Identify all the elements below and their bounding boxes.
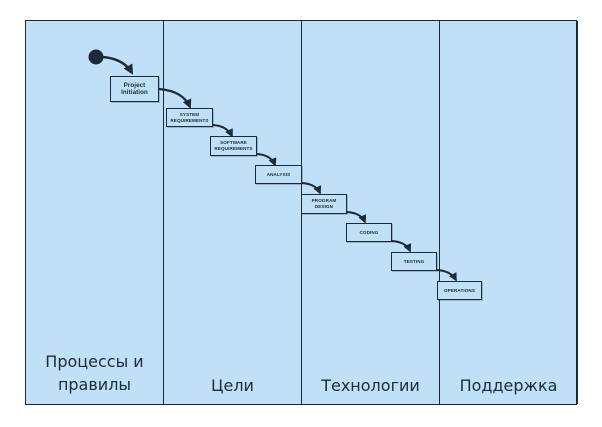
start-node: [88, 49, 104, 65]
flow-connectors: [88, 49, 457, 282]
lane-label-processes: Процессы и правилы: [45, 352, 144, 394]
step-testing: Testing: [391, 252, 437, 271]
step-program-design: Program Design: [301, 194, 347, 214]
lane-label-goals: Цели: [211, 376, 254, 395]
step-analysis: Analysis: [255, 165, 302, 184]
lane-support: Поддержка: [440, 21, 578, 404]
step-project-initiation: Project Initiation: [110, 76, 159, 102]
flow-arrow-5: [346, 211, 367, 224]
flow-arrow-7: [436, 269, 457, 282]
flow-arrow-2: [212, 124, 233, 138]
flow-arrow-start: [102, 55, 134, 75]
swimlane-diagram: Процессы и правилы Цели Технологии Подде…: [25, 20, 578, 405]
flow-arrow-1: [158, 87, 192, 109]
flow-arrow-3: [256, 153, 277, 167]
step-software-requirements: Software Requirements: [210, 136, 257, 156]
lane-technologies: Технологии: [302, 21, 440, 404]
step-system-requirements: System Requirements: [166, 108, 213, 127]
flow-arrow-6: [391, 240, 412, 253]
lane-processes: Процессы и правилы: [26, 21, 164, 404]
lane-label-technologies: Технологии: [321, 376, 420, 395]
lane-label-support: Поддержка: [459, 376, 558, 395]
step-operations: Operations: [437, 281, 482, 300]
step-coding: Coding: [346, 223, 392, 242]
flow-arrow-4: [301, 182, 322, 195]
